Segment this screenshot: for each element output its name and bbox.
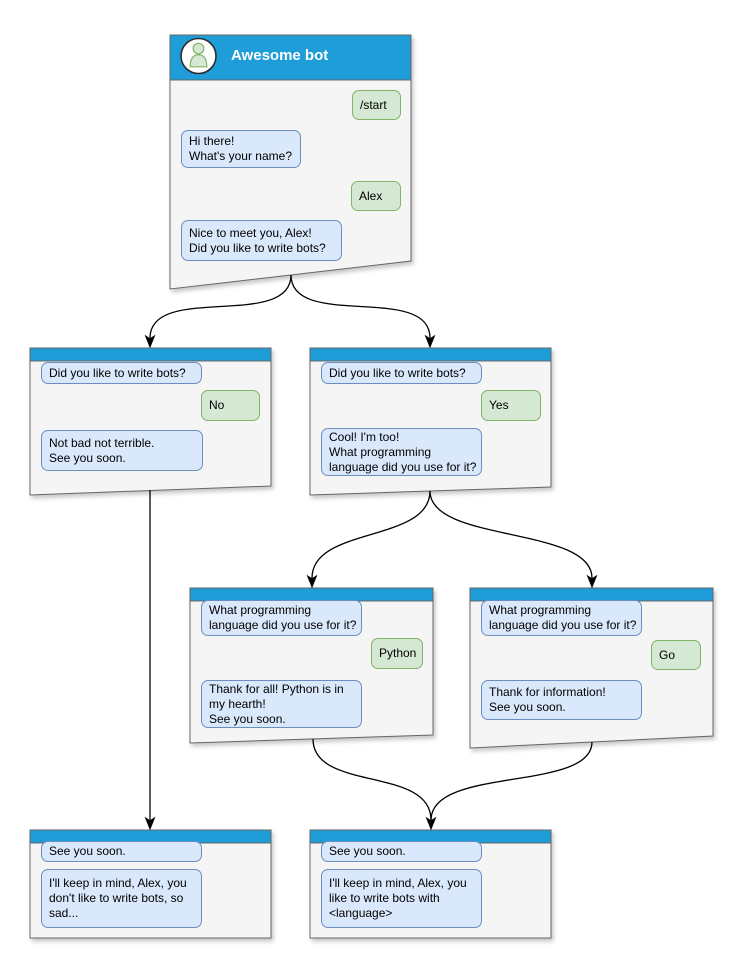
bubble-greeting: Hi there! What's your name? xyxy=(181,130,301,168)
bubble-question-write-bots: Did you like to write bots? xyxy=(41,362,202,384)
bubble-question-language: What programming language did you use fo… xyxy=(201,600,362,636)
bubble-keep-in-mind-no: I'll keep in mind, Alex, you don't like … xyxy=(41,869,202,928)
bubble-thanks-go: Thank for information! See you soon. xyxy=(481,680,642,720)
edge-root-to-yes xyxy=(290,274,431,339)
edge-go-to-end-yes xyxy=(430,741,593,821)
arrowhead-icon xyxy=(424,334,436,349)
bubble-see-you-soon: See you soon. xyxy=(41,841,202,862)
person-icon xyxy=(189,42,208,68)
arrowhead-icon xyxy=(586,574,598,589)
window-branch-no-header xyxy=(29,347,272,362)
bubble-answer-yes: Yes xyxy=(481,390,541,421)
bubble-see-you-soon: See you soon. xyxy=(321,841,482,862)
arrowhead-icon xyxy=(425,816,437,831)
window-branch-yes-header xyxy=(309,347,552,362)
arrowhead-icon xyxy=(306,574,318,589)
edge-yes-to-python xyxy=(311,490,431,579)
bubble-user-name: Alex xyxy=(351,181,401,211)
bubble-keep-in-mind-yes: I'll keep in mind, Alex, you like to wri… xyxy=(321,869,482,928)
bubble-not-bad: Not bad not terrible. See you soon. xyxy=(41,430,203,471)
bubble-question-language: What programming language did you use fo… xyxy=(481,600,642,636)
bubble-question-write-bots: Did you like to write bots? xyxy=(321,362,482,384)
arrowhead-icon xyxy=(144,816,156,831)
bubble-answer-go: Go xyxy=(651,640,701,670)
bubble-cool-too: Cool! I'm too! What programming language… xyxy=(321,428,482,476)
bot-title: Awesome bot xyxy=(231,47,329,64)
bubble-nice-to-meet: Nice to meet you, Alex! Did you like to … xyxy=(181,220,342,261)
arrowhead-icon xyxy=(144,334,156,349)
bubble-thanks-python: Thank for all! Python is in my hearth! S… xyxy=(201,680,362,728)
bubble-start-command: /start xyxy=(352,90,401,120)
edge-root-to-no xyxy=(149,274,292,339)
edge-python-to-end-yes xyxy=(312,738,432,821)
bubble-answer-python: Python xyxy=(371,638,423,669)
edge-yes-to-go xyxy=(429,490,593,579)
bubble-answer-no: No xyxy=(201,390,260,421)
